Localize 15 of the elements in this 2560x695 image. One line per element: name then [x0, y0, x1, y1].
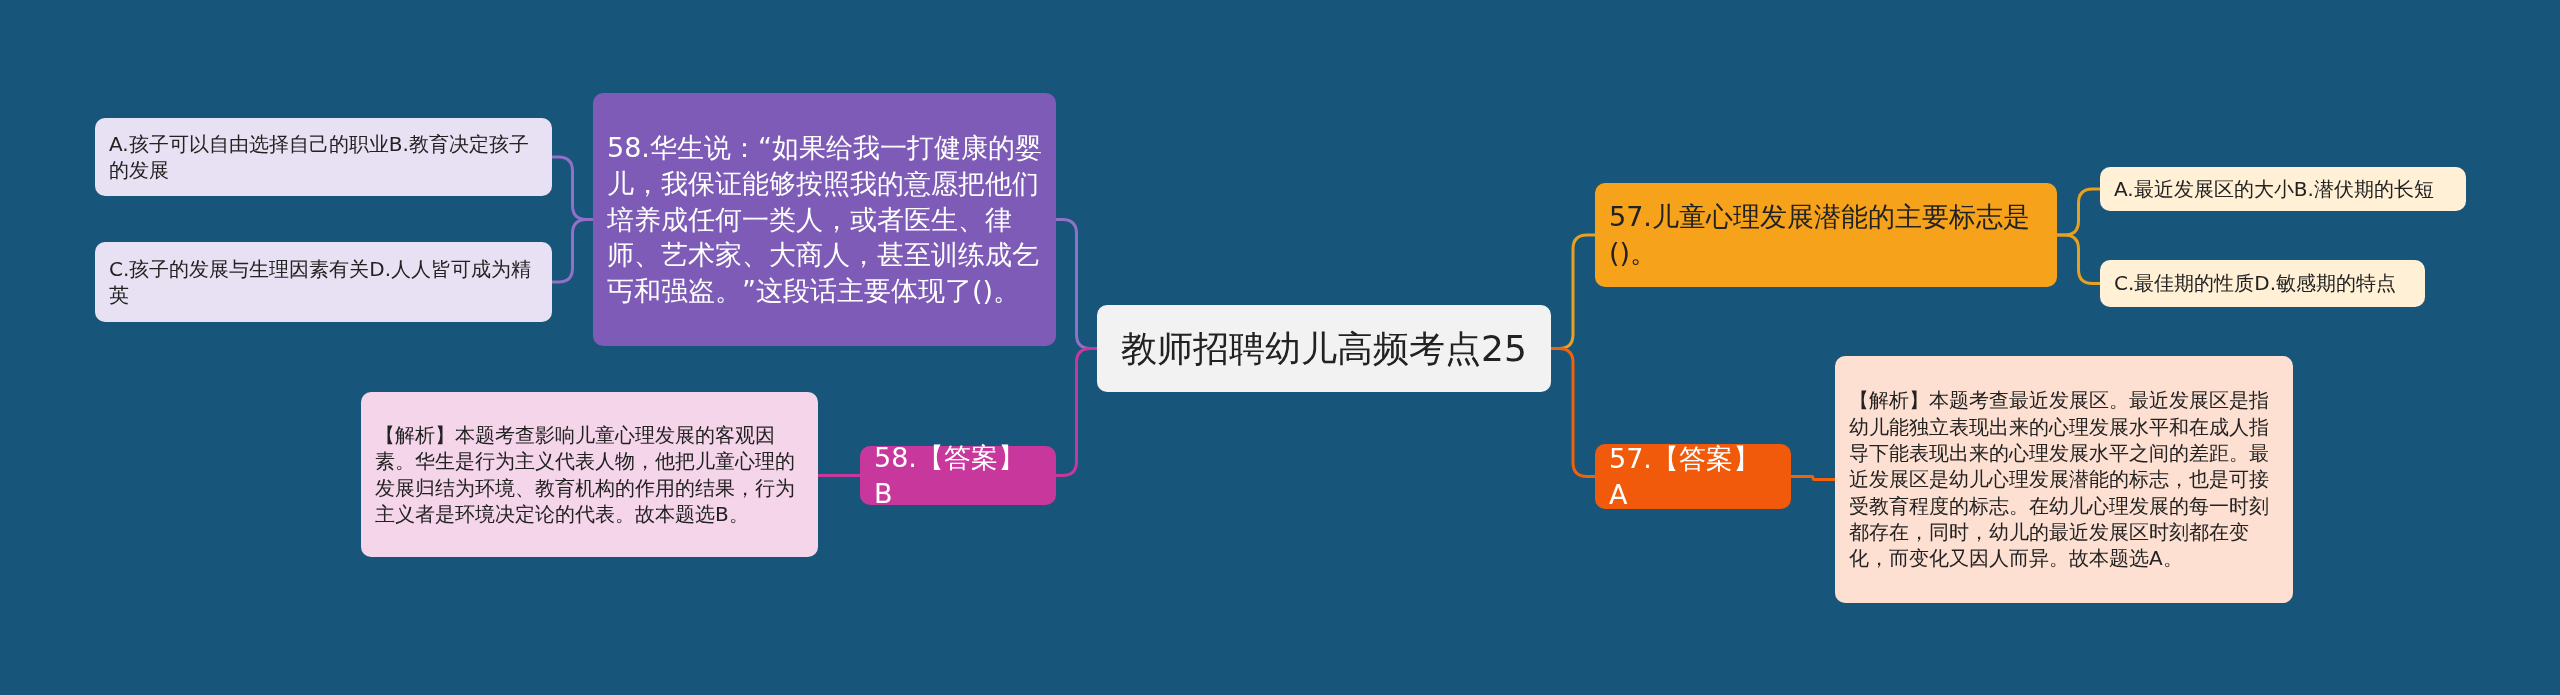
question-box: 58.华生说：“如果给我一打健康的婴儿，我保证能够按照我的意愿把他们培养成任何一类人，或者医生、律师、艺术家、大商人，甚至训练成乞丐和强盗。”这段话主要体现了()。	[593, 93, 1056, 346]
connector-line	[1791, 475, 1835, 481]
connector-line	[818, 474, 860, 477]
option-box: A.孩子可以自由选择自己的职业B.教育决定孩子的发展	[95, 118, 552, 196]
option-box: C.孩子的发展与生理因素有关D.人人皆可成为精英	[95, 242, 552, 322]
question-box: 57.儿童心理发展潜能的主要标志是()。	[1595, 183, 2057, 287]
option-box: A.最近发展区的大小B.潜伏期的长短	[2100, 167, 2466, 211]
connector-line	[1056, 347, 1097, 477]
answer-box: 57.【答案】A	[1595, 444, 1791, 509]
answer-box: 58.【答案】B	[860, 446, 1056, 505]
topic-box: 教师招聘幼儿高频考点25	[1097, 305, 1551, 392]
connector-line	[1551, 347, 1595, 478]
option-box: C.最佳期的性质D.敏感期的特点	[2100, 260, 2425, 307]
explanation-box: 【解析】本题考查最近发展区。最近发展区是指幼儿能独立表现出来的心理发展水平和在成人指导下能表现出来的心理发展水平之间的差距。最近发展区是幼儿心理发展潜能的标志，也是可接受教育程度的标志。在幼儿心理发展的每一时刻都存在，同时，幼儿的最近发展区时刻都在变化，而变化又因人而异。故本题选A。	[1835, 356, 2293, 603]
explanation-box: 【解析】本题考查影响儿童心理发展的客观因素。华生是行为主义代表人物，他把儿童心理的发展归结为环境、教育机构的作用的结果，行为主义者是环境决定论的代表。故本题选B。	[361, 392, 818, 557]
